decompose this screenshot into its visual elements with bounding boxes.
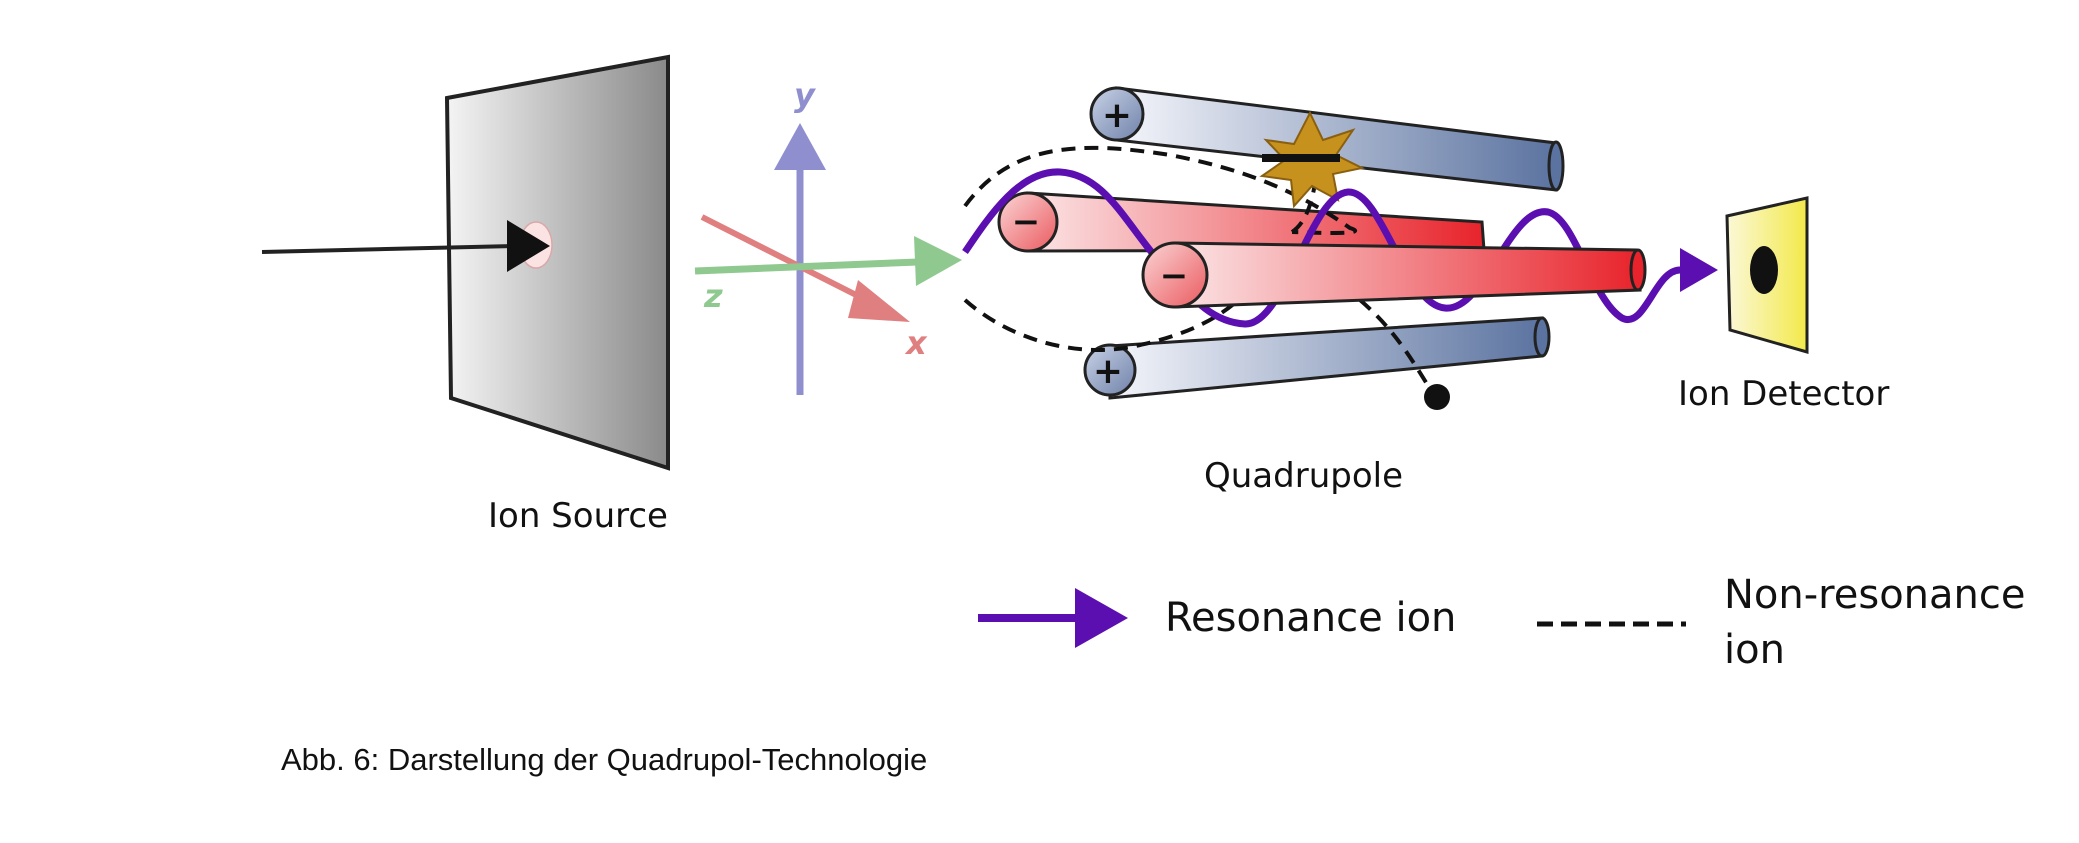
incoming-beam-arrowhead [507,220,550,272]
x-axis-line [700,214,872,305]
rod-negative-back: − [997,191,1486,253]
y-axis-label: y [794,76,816,114]
plus-sign-top: + [1102,95,1132,136]
legend-resonance-label: Resonance ion [1165,595,1456,641]
ion-detector-sensor [1750,246,1778,294]
ion-source [261,54,670,471]
z-axis-line [694,258,919,275]
minus-sign-back: − [1012,202,1041,242]
legend: Resonance ion Non-resonance ion [978,572,2025,673]
x-axis-label: x [904,324,928,362]
x-axis-arrowhead [848,280,910,322]
figure-caption: Abb. 6: Darstellung der Quadrupol-Techno… [281,742,928,777]
rod-positive-bottom: + [1083,316,1551,400]
legend-resonance-arrowhead [1075,588,1128,648]
legend-non-resonance-label-line2: ion [1724,627,1785,673]
non-resonance-ion-path-lower [963,298,1238,352]
non-resonance-ion-path-lower-deflect [1358,298,1434,394]
rod-positive-top-end [1089,86,1145,142]
rod-positive-bottom-end [1083,343,1137,397]
ion-detector-label: Ion Detector [1678,374,1889,414]
non-resonance-ion-endpoint [1424,384,1450,410]
ion-detector [1725,196,1809,354]
ion-source-plate [444,54,670,471]
resonance-exit-arrowhead [1680,248,1718,292]
quadrupole: + − + [962,86,1718,410]
z-axis-arrowhead [914,236,962,286]
non-resonance-ion-path-upper [963,145,1357,235]
ion-source-label: Ion Source [488,496,668,536]
minus-sign-front: − [1160,256,1189,296]
quadrupole-label: Quadrupole [1204,456,1403,496]
y-axis-arrowhead [774,123,826,170]
legend-non-resonance-label-line1: Non-resonance [1724,572,2025,618]
collision-burst-icon [1259,110,1366,209]
coordinate-axes: y z x [694,76,962,395]
rod-negative-front: − [1141,241,1647,309]
rod-negative-back-end [997,191,1059,253]
z-axis-label: z [703,277,723,315]
incoming-ion-beam [261,244,513,254]
rod-negative-front-end [1141,241,1209,309]
plus-sign-bottom: + [1093,351,1123,392]
